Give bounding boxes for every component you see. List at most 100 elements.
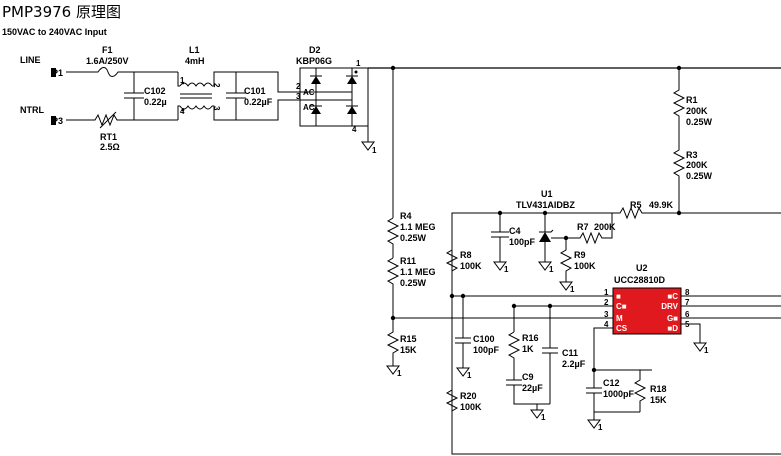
svg-text:1: 1 [570, 285, 575, 294]
svg-text:1: 1 [541, 413, 546, 422]
svg-text:1: 1 [504, 265, 509, 274]
svg-text:F1: F1 [102, 45, 113, 55]
svg-text:AC: AC [303, 103, 315, 112]
port-p3: P3 [52, 116, 63, 126]
svg-text:100K: 100K [460, 261, 482, 271]
svg-text:C100: C100 [473, 334, 495, 344]
svg-text:22µF: 22µF [522, 383, 543, 393]
svg-text:R5: R5 [630, 200, 642, 210]
svg-text:1: 1 [549, 265, 554, 274]
u2-pin-name: M [616, 314, 623, 323]
svg-text:2: 2 [296, 82, 301, 91]
svg-text:L1: L1 [189, 45, 200, 55]
svg-text:1: 1 [372, 146, 377, 155]
svg-text:R1: R1 [686, 95, 698, 105]
shunt-regulator-u1: U1 TLV431AIDBZ [516, 189, 575, 262]
u2-pin-number: 7 [685, 298, 690, 307]
svg-text:3: 3 [212, 106, 221, 111]
u2-pin-number: 4 [604, 320, 609, 329]
u2-pin-number: 6 [685, 310, 690, 319]
port-p1: P1 [52, 68, 63, 78]
svg-text:C9: C9 [522, 372, 534, 382]
svg-text:15K: 15K [650, 395, 667, 405]
svg-text:R8: R8 [460, 250, 472, 260]
u2-pin-name: C■ [616, 302, 627, 311]
u2-pin-number: 2 [604, 298, 609, 307]
svg-text:3: 3 [296, 92, 301, 101]
svg-text:R4: R4 [400, 211, 412, 221]
svg-text:0.25W: 0.25W [400, 233, 427, 243]
u2-pin-number: 1 [604, 288, 609, 297]
svg-text:100K: 100K [574, 261, 596, 271]
u2-pin-number: 8 [685, 288, 690, 297]
capacitor-c100: C100 100pF [455, 330, 500, 368]
svg-text:4: 4 [180, 107, 185, 116]
svg-text:200K: 200K [594, 222, 616, 232]
u2-pin-name: CS [616, 324, 628, 333]
svg-text:KBP06G: KBP06G [296, 56, 332, 66]
resistor-r3: R3 200K 0.25W [672, 140, 713, 213]
svg-text:1: 1 [397, 369, 402, 378]
svg-text:1: 1 [467, 371, 472, 380]
line-label: LINE [20, 55, 41, 65]
inductor-l1: L1 4mH 1 4 2 3 [177, 45, 236, 121]
svg-text:1.1 MEG: 1.1 MEG [400, 267, 436, 277]
bridge-rectifier-d2: D2 KBP06G 2 3 AC AC 1 4 [296, 45, 369, 134]
resistor-r16: R16 1K [507, 331, 539, 372]
svg-text:C102: C102 [144, 86, 166, 96]
svg-text:1: 1 [356, 59, 361, 68]
page-title: PMP3976 原理图 [2, 3, 121, 21]
resistor-r7: R7 200K [570, 213, 616, 245]
svg-text:0.25W: 0.25W [400, 278, 427, 288]
thermistor-rt1: RT1 2.5Ω [66, 111, 178, 152]
svg-text:2: 2 [212, 83, 221, 88]
svg-text:R16: R16 [522, 333, 539, 343]
capacitor-c12: C12 1000pF [586, 370, 640, 413]
svg-text:UCC28810D: UCC28810D [614, 275, 666, 285]
svg-text:R3: R3 [686, 150, 698, 160]
terminal-p3-icon [51, 116, 56, 125]
svg-text:R11: R11 [400, 256, 416, 266]
svg-text:2.2µF: 2.2µF [562, 359, 586, 369]
resistor-r9: R9 100K [559, 238, 596, 282]
resistor-r18: R18 15K [633, 370, 667, 412]
u2-pin-name: ■C [667, 292, 678, 301]
svg-text:U2: U2 [636, 263, 648, 273]
svg-text:TLV431AIDBZ: TLV431AIDBZ [516, 200, 575, 210]
svg-text:1: 1 [598, 423, 603, 432]
svg-text:1.6A/250V: 1.6A/250V [86, 56, 129, 66]
svg-text:100K: 100K [460, 402, 482, 412]
svg-text:200K: 200K [686, 160, 708, 170]
svg-text:1.1 MEG: 1.1 MEG [400, 222, 436, 232]
svg-text:4: 4 [352, 125, 357, 134]
svg-text:1: 1 [704, 346, 709, 355]
svg-text:C12: C12 [603, 378, 620, 388]
resistor-r4: R4 1.1 MEG 0.25W [386, 211, 436, 258]
svg-text:R18: R18 [650, 384, 667, 394]
svg-text:2.5Ω: 2.5Ω [100, 142, 120, 152]
svg-text:C4: C4 [509, 226, 521, 236]
svg-text:0.22µF: 0.22µF [244, 97, 273, 107]
resistor-r8: R8 100K [445, 240, 482, 280]
resistor-r1: R1 200K 0.25W [672, 68, 713, 140]
svg-text:R9: R9 [574, 250, 586, 260]
fuse-f1: F1 1.6A/250V [66, 45, 178, 77]
terminal-p1-icon [51, 68, 56, 77]
capacitor-c4: C4 100pF [491, 213, 536, 262]
svg-text:200K: 200K [686, 106, 708, 116]
u2-pin-name: ■D [667, 324, 678, 333]
svg-text:49.9K: 49.9K [649, 200, 674, 210]
capacitor-c101: C101 0.22µF [226, 71, 300, 121]
svg-text:15K: 15K [400, 345, 417, 355]
capacitor-c9: C9 22µF [506, 372, 550, 405]
svg-text:R7: R7 [577, 222, 589, 232]
resistor-r5: R5 49.9K [612, 200, 679, 220]
svg-text:100pF: 100pF [509, 237, 536, 247]
svg-text:0.22µ: 0.22µ [144, 97, 167, 107]
resistor-r15: R15 15K [386, 318, 417, 366]
svg-text:R15: R15 [400, 334, 417, 344]
u2-pin-name: G■ [667, 314, 678, 323]
svg-text:R20: R20 [460, 391, 477, 401]
